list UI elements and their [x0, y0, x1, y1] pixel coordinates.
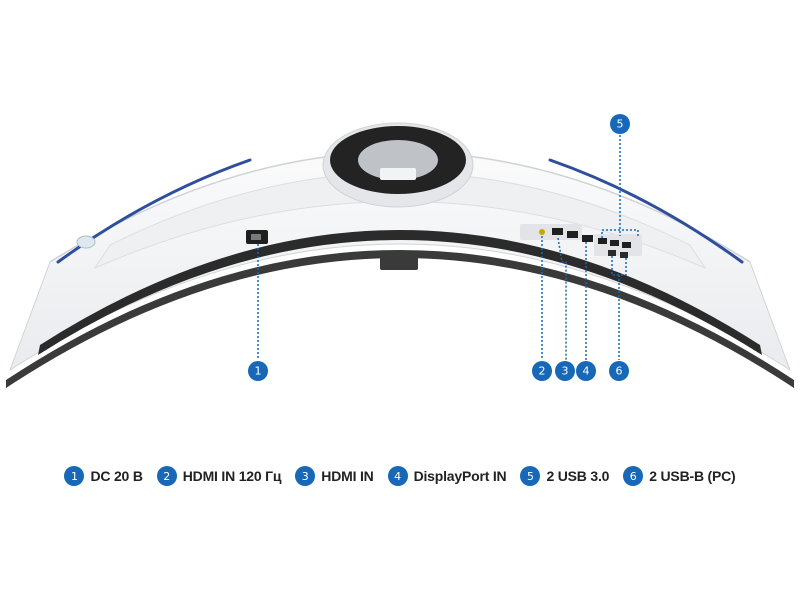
stand-mount — [322, 122, 474, 208]
legend-badge-5: 5 — [520, 466, 541, 486]
callout-2: 2 — [532, 361, 552, 381]
dc-power-port — [246, 230, 268, 244]
svg-text:1: 1 — [255, 365, 262, 378]
panel-bottom-edge — [6, 250, 794, 388]
legend-item-3: 3 HDMI IN — [295, 466, 374, 486]
svg-text:2: 2 — [539, 365, 546, 378]
legend-badge-2: 2 — [156, 466, 177, 486]
vent-band — [38, 230, 762, 355]
svg-text:3: 3 — [562, 365, 569, 378]
callout-1: 1 — [248, 361, 268, 381]
legend-item-5: 5 2 USB 3.0 — [520, 466, 609, 486]
center-bracket — [380, 252, 418, 270]
callout-5: 5 — [610, 114, 630, 134]
legend-label-2: HDMI IN 120 Гц — [182, 468, 282, 484]
callout-6: 6 — [609, 361, 629, 381]
legend-item-1: 1 DC 20 В — [64, 466, 143, 486]
inner-recess — [93, 172, 707, 270]
leader-line-6 — [611, 256, 627, 360]
legend-badge-6: 6 — [623, 466, 644, 486]
port-cluster — [520, 224, 593, 242]
svg-text:5: 5 — [617, 118, 624, 131]
legend-label-3: HDMI IN — [321, 468, 374, 484]
accent-strip-right — [548, 158, 744, 264]
legend-label-6: 2 USB-B (PC) — [649, 468, 736, 484]
svg-text:4: 4 — [583, 365, 590, 378]
legend-badge-3: 3 — [295, 466, 316, 486]
usb-port-cluster — [594, 234, 642, 258]
legend-item-6: 6 2 USB-B (PC) — [623, 466, 736, 486]
legend-label-5: 2 USB 3.0 — [546, 468, 610, 484]
svg-text:6: 6 — [616, 365, 623, 378]
legend-label-1: DC 20 В — [90, 468, 143, 484]
leader-line-5 — [601, 135, 639, 238]
legend-badge-1: 1 — [64, 466, 85, 486]
legend-badge-4: 4 — [387, 466, 408, 486]
legend-item-4: 4 DisplayPort IN — [387, 466, 507, 486]
legend: 1 DC 20 В 2 HDMI IN 120 Гц 3 HDMI IN 4 D… — [0, 458, 800, 494]
legend-label-4: DisplayPort IN — [413, 468, 507, 484]
leader-line-3 — [557, 237, 567, 360]
callout-4: 4 — [576, 361, 596, 381]
legend-item-2: 2 HDMI IN 120 Гц — [156, 466, 282, 486]
callout-3: 3 — [555, 361, 575, 381]
logo-mark — [76, 235, 96, 249]
